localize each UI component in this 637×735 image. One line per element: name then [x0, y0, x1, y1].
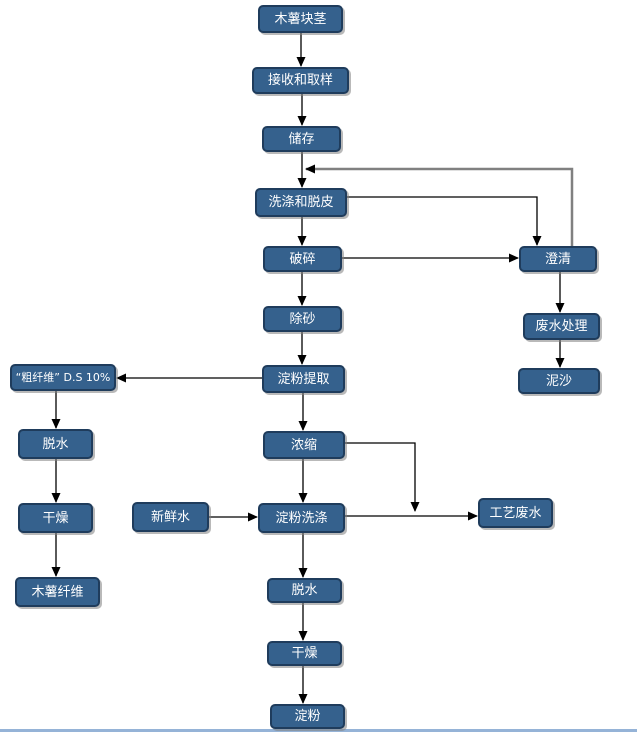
- node-label-dewater_c: 脱水: [291, 583, 318, 598]
- node-label-starch_wash: 淀粉洗涤: [275, 510, 328, 526]
- node-label-dewater_l: 脱水: [42, 436, 69, 452]
- bottom-divider-line: [0, 729, 637, 732]
- node-label-fresh: 新鲜水: [150, 509, 190, 525]
- node-dry_l: 干燥: [18, 503, 93, 533]
- node-tuber: 木薯块茎: [258, 5, 343, 33]
- node-dry_c: 干燥: [267, 641, 342, 666]
- node-label-desand: 除砂: [289, 311, 316, 327]
- node-label-silt: 泥沙: [545, 373, 572, 389]
- node-label-cassava_fiber: 木薯纤维: [31, 584, 84, 600]
- node-label-crush: 破碎: [289, 251, 316, 267]
- node-wwt: 废水处理: [523, 313, 600, 340]
- node-extract: 淀粉提取: [262, 365, 345, 393]
- node-fresh: 新鲜水: [132, 502, 209, 532]
- node-cassava_fiber: 木薯纤维: [15, 577, 100, 607]
- node-label-extract: 淀粉提取: [277, 371, 330, 387]
- node-label-clarify: 澄清: [544, 251, 571, 267]
- node-starch_wash: 淀粉洗涤: [258, 503, 345, 533]
- node-label-fiber_ds: “粗纤维” D.S 10%: [15, 371, 111, 384]
- edge-wash_peel-to-clarify: [347, 196, 542, 246]
- node-wash_peel: 洗涤和脱皮: [255, 188, 347, 217]
- node-label-tuber: 木薯块茎: [274, 11, 327, 27]
- node-label-receive: 接收和取样: [267, 73, 333, 88]
- node-store: 储存: [262, 126, 341, 152]
- node-waste: 工艺废水: [478, 498, 553, 528]
- node-label-waste: 工艺废水: [489, 505, 542, 521]
- node-label-dry_c: 干燥: [291, 646, 318, 661]
- edge-clarify-to-wash_peel: [305, 164, 574, 246]
- node-label-concentrate: 浓缩: [290, 437, 317, 453]
- node-receive: 接收和取样: [252, 67, 349, 94]
- node-dewater_c: 脱水: [267, 578, 342, 603]
- node-label-wash_peel: 洗涤和脱皮: [268, 195, 334, 210]
- node-concentrate: 浓缩: [263, 431, 345, 459]
- node-label-starch: 淀粉: [294, 709, 321, 724]
- node-starch: 淀粉: [270, 704, 345, 729]
- node-label-wwt: 废水处理: [535, 319, 588, 334]
- node-clarify: 澄清: [519, 246, 597, 272]
- node-label-dry_l: 干燥: [42, 510, 69, 526]
- node-silt: 泥沙: [518, 368, 600, 394]
- node-fiber_ds: “粗纤维” D.S 10%: [10, 364, 116, 391]
- node-crush: 破碎: [263, 246, 342, 272]
- node-dewater_l: 脱水: [18, 429, 93, 459]
- edge-concentrate-to-waste: [345, 442, 420, 512]
- node-desand: 除砂: [263, 306, 342, 332]
- node-label-store: 储存: [288, 131, 315, 147]
